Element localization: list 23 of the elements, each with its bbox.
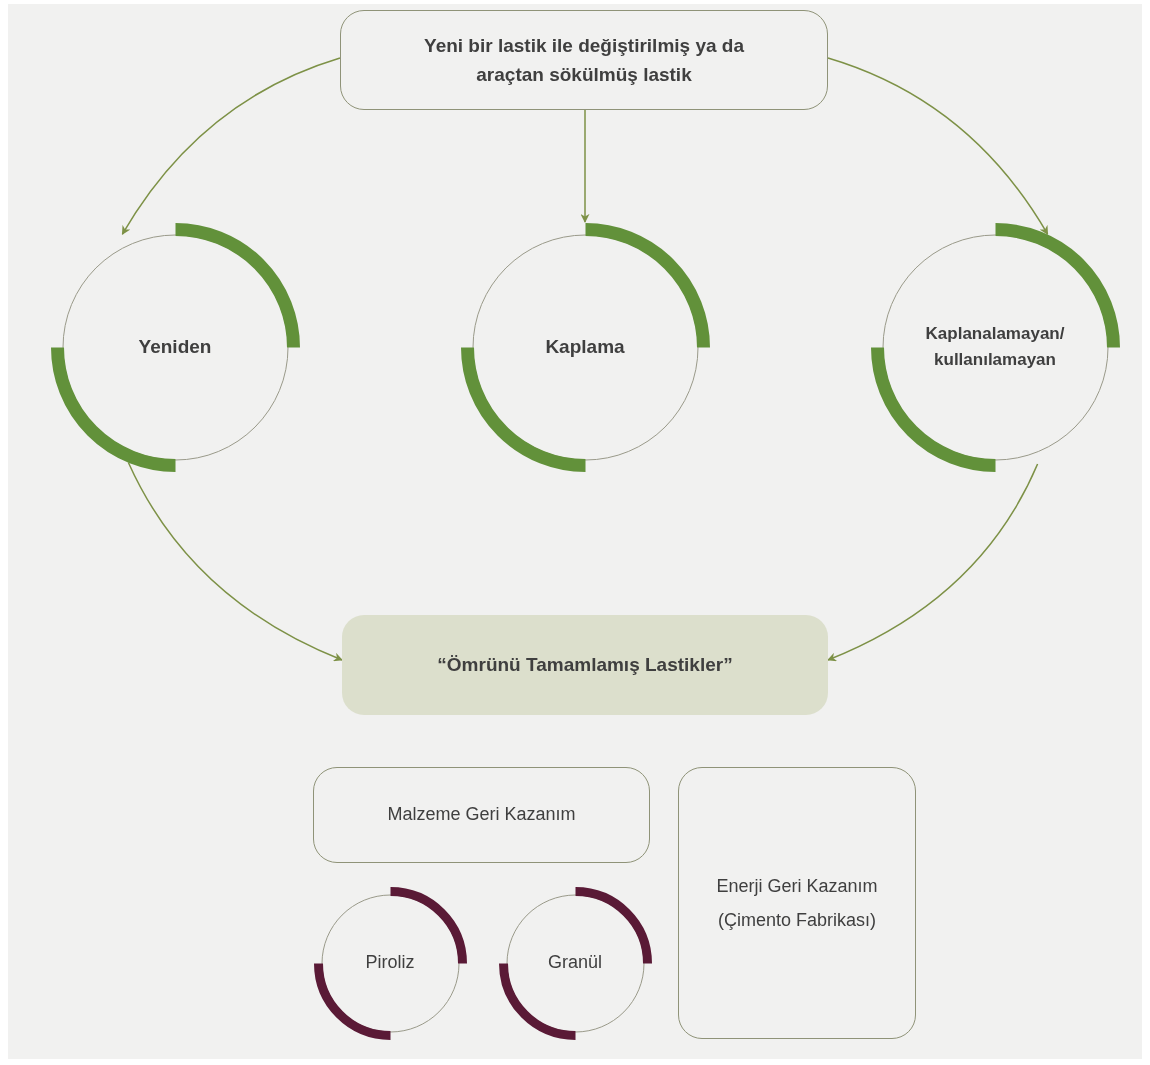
rounded-box [678,767,916,1039]
ring-node [498,886,652,1040]
node-label: Enerji Geri Kazanım (Çimento Fabrikası) [715,874,879,932]
ring-node [50,222,300,472]
rounded-box [340,10,828,110]
rounded-box [342,615,828,715]
node-label: Piroliz [365,951,415,975]
arrow [127,461,343,661]
rounded-box [313,767,650,863]
node-label: Yeni bir lastik ile değiştirilmiş ya da araçtan sökülmüş lastik [423,33,745,87]
arrow [121,57,341,235]
ring-node [870,222,1120,472]
ring-node [460,222,710,472]
node-label: Granül [548,951,602,975]
ring-node [313,886,467,1040]
node-label: Malzeme Geri Kazanım [387,803,576,827]
node-label: Kaplama [545,335,625,360]
node-label: Yeniden [138,335,212,360]
node-label: “Ömrünü Tamamlamış Lastikler” [437,653,733,678]
arrow [827,463,1039,661]
arrow [580,109,590,223]
node-label: Kaplanalamayan/ kullanılamayan [924,322,1066,371]
arrow [827,57,1049,235]
